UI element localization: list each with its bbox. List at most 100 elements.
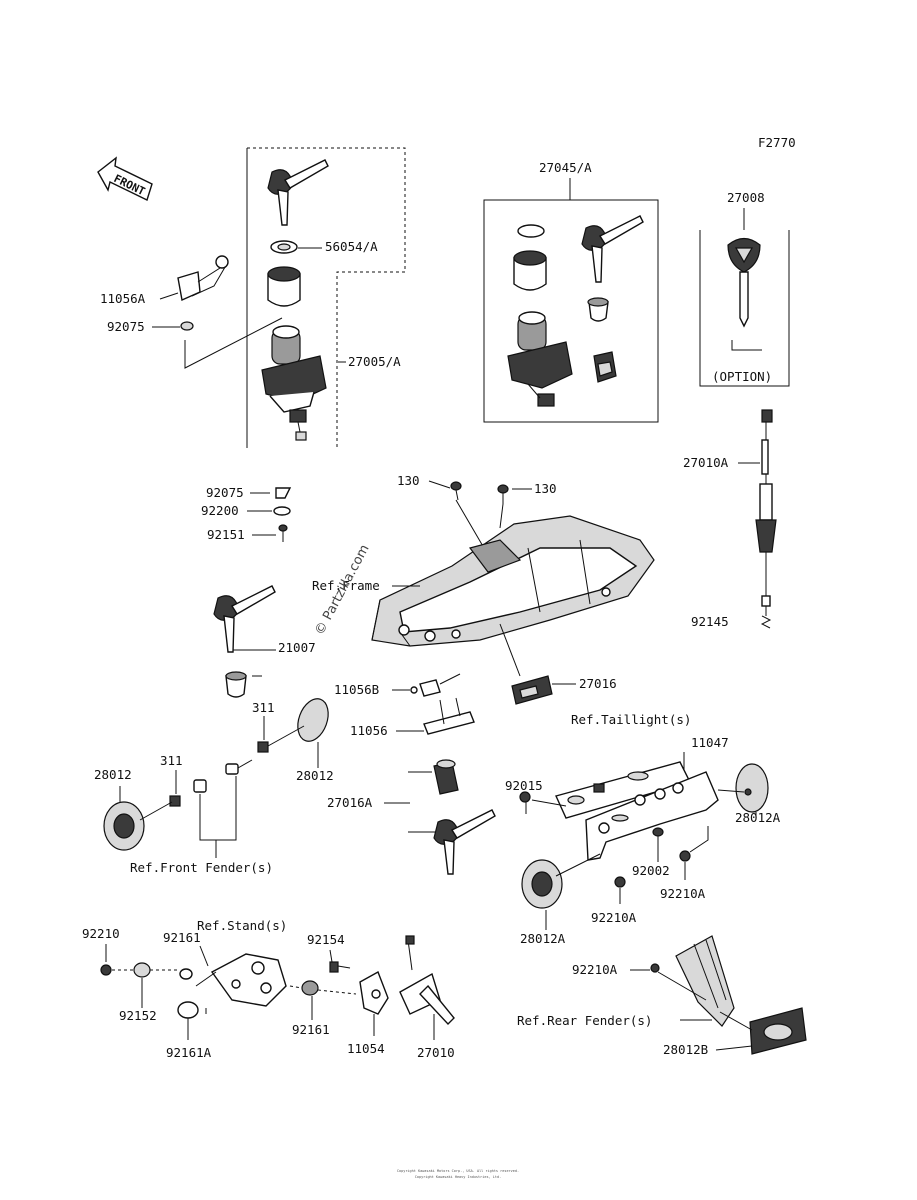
- key-icon: [727, 237, 762, 351]
- label-92161-top: 92161: [163, 930, 201, 945]
- rear-fender-icon: [675, 935, 735, 1027]
- spacer-icon: [301, 980, 319, 996]
- label-92151: 92151: [207, 527, 245, 542]
- front-arrow-icon: FRONT: [97, 156, 153, 201]
- label-311-right: 311: [252, 700, 275, 715]
- rear-reflector-icon: [749, 1007, 807, 1055]
- key-icon: [267, 159, 329, 226]
- label-92210A-b: 92210A: [591, 910, 637, 925]
- key-icon: [213, 585, 276, 653]
- frame-icon: [371, 515, 655, 677]
- ref-frame: Ref.Frame: [312, 578, 380, 593]
- label-28012-left: 28012: [94, 767, 132, 782]
- relay-27016-icon: [511, 675, 553, 705]
- bolt-icon: [497, 484, 509, 504]
- nut-icon: [679, 850, 691, 862]
- nut-icon: [519, 791, 531, 803]
- nut-icon: [614, 876, 626, 888]
- screw-icon: [410, 686, 418, 694]
- nut-icon: [169, 795, 181, 807]
- label-28012A-right: 28012A: [735, 810, 781, 825]
- reflector-icon: [297, 698, 329, 742]
- plug-icon: [587, 297, 609, 322]
- label-311-left: 311: [160, 753, 183, 768]
- washer-icon: [517, 224, 545, 238]
- bolt-icon: [450, 481, 462, 501]
- ref-taillight: Ref.Taillight(s): [571, 712, 691, 727]
- label-11056: 11056: [350, 723, 388, 738]
- label-27008: 27008: [727, 190, 765, 205]
- washer-icon: [275, 487, 292, 499]
- stand-bracket-icon: [210, 953, 287, 1007]
- lock-set-box: [483, 199, 659, 423]
- label-11056A: 11056A: [100, 291, 146, 306]
- side-stand-cable-icon: [755, 409, 777, 629]
- label-92161A: 92161A: [166, 1045, 212, 1060]
- label-92152: 92152: [119, 1008, 157, 1023]
- ignition-switch-icon: [261, 325, 327, 441]
- label-92145: 92145: [691, 614, 729, 629]
- copyright-line-2: Copyright Kawasaki Heavy Industries, Ltd…: [415, 1175, 501, 1179]
- switch-27016A-icon: [433, 759, 459, 795]
- ignition-switch-icon: [507, 311, 573, 407]
- label-92210: 92210: [82, 926, 120, 941]
- label-11054: 11054: [347, 1041, 385, 1056]
- label-92154: 92154: [307, 932, 345, 947]
- ref-front-fender: Ref.Front Fender(s): [130, 860, 273, 875]
- ref-stand: Ref.Stand(s): [197, 918, 287, 933]
- nut-icon: [100, 964, 112, 976]
- label-28012A-bottom: 28012A: [520, 931, 566, 946]
- lock-cap-icon: [513, 250, 547, 291]
- label-92002: 92002: [632, 863, 670, 878]
- label-28012-right: 28012: [296, 768, 334, 783]
- option-label: (OPTION): [712, 369, 772, 384]
- label-27010: 27010: [417, 1045, 455, 1060]
- nut-icon: [257, 741, 269, 753]
- spacer-icon: [179, 968, 193, 980]
- bolt-icon: [329, 961, 351, 973]
- ref-rear-fender: Ref.Rear Fender(s): [517, 1013, 652, 1028]
- bracket-11056A-icon: [177, 255, 229, 302]
- stand-lever-icon: [359, 970, 389, 1015]
- plug-icon: [225, 671, 247, 698]
- bracket-11056B-icon: [419, 673, 461, 697]
- key-icon: [433, 809, 496, 875]
- plug-icon: [177, 1001, 199, 1019]
- bolt-icon: [193, 779, 207, 793]
- taillight-bracket-icon: [555, 761, 719, 861]
- label-130-left: 130: [397, 473, 420, 488]
- washer-icon: [273, 506, 291, 516]
- label-27016A: 27016A: [327, 795, 373, 810]
- label-27016: 27016: [579, 676, 617, 691]
- bolt-icon: [225, 759, 253, 775]
- label-92015: 92015: [505, 778, 543, 793]
- ignition-set-frame: [246, 147, 406, 448]
- label-92210A-a: 92210A: [660, 886, 706, 901]
- lock-clip-icon: [593, 351, 617, 383]
- label-92200: 92200: [201, 503, 239, 518]
- label-11056B: 11056B: [334, 682, 379, 697]
- washer-icon: [133, 962, 151, 978]
- lock-cap-icon: [267, 266, 301, 307]
- label-11047: 11047: [691, 735, 729, 750]
- label-28012B: 28012B: [663, 1042, 708, 1057]
- label-21007: 21007: [278, 640, 316, 655]
- reflector-icon: [735, 763, 769, 813]
- screw-icon: [652, 827, 664, 846]
- figure-code: F2770: [758, 135, 796, 150]
- label-92161-mid: 92161: [292, 1022, 330, 1037]
- stand-switch-icon: [399, 935, 455, 1026]
- copyright-line-1: Copyright Kawasaki Motors Corp., USA. Al…: [397, 1169, 519, 1173]
- label-92210A-c: 92210A: [572, 962, 618, 977]
- label-130-right: 130: [534, 481, 557, 496]
- label-27010A: 27010A: [683, 455, 729, 470]
- nut-icon: [650, 963, 660, 973]
- label-27045A: 27045/A: [539, 160, 592, 175]
- key-icon: [581, 215, 644, 283]
- label-92075-top: 92075: [107, 319, 145, 334]
- label-27005A: 27005/A: [348, 354, 401, 369]
- washer-icon: [180, 321, 194, 331]
- screw-icon: [278, 524, 288, 542]
- bracket-11056-icon: [423, 697, 475, 735]
